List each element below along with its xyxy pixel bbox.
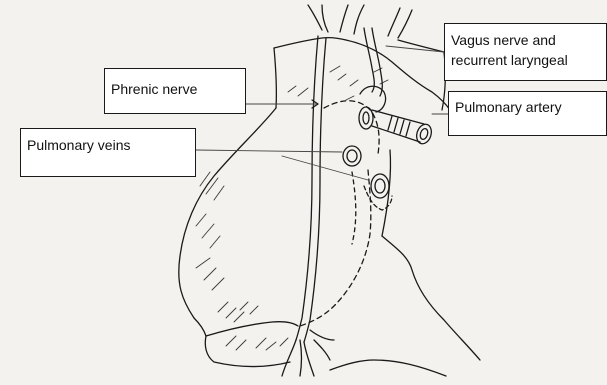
pulmonary-artery-tube — [359, 107, 434, 146]
pulmonary-veins-label: Pulmonary veins — [20, 128, 196, 177]
phrenic-nerve-label: Phrenic nerve — [104, 68, 246, 114]
vagus-nerve-label: Vagus nerve and recurrent laryngeal — [444, 23, 607, 81]
inferior-vena-cava — [205, 336, 290, 367]
vagus-nerve — [364, 28, 374, 92]
phrenic-nerve — [296, 36, 318, 340]
superior-vena-cava — [274, 38, 346, 48]
pulmonary-artery-label: Pulmonary artery — [448, 91, 607, 136]
pulmonary-artery-label-text: Pulmonary artery — [455, 97, 600, 117]
great-vessels — [308, 5, 412, 38]
vagus-nerve-label-line1: Vagus nerve and — [451, 30, 600, 50]
vagus-nerve-label-line2: recurrent laryngeal — [451, 50, 600, 70]
phrenic-nerve-label-text: Phrenic nerve — [111, 79, 239, 99]
ventricle-outline — [346, 40, 450, 110]
pulmonary-veins-label-text: Pulmonary veins — [27, 135, 189, 155]
